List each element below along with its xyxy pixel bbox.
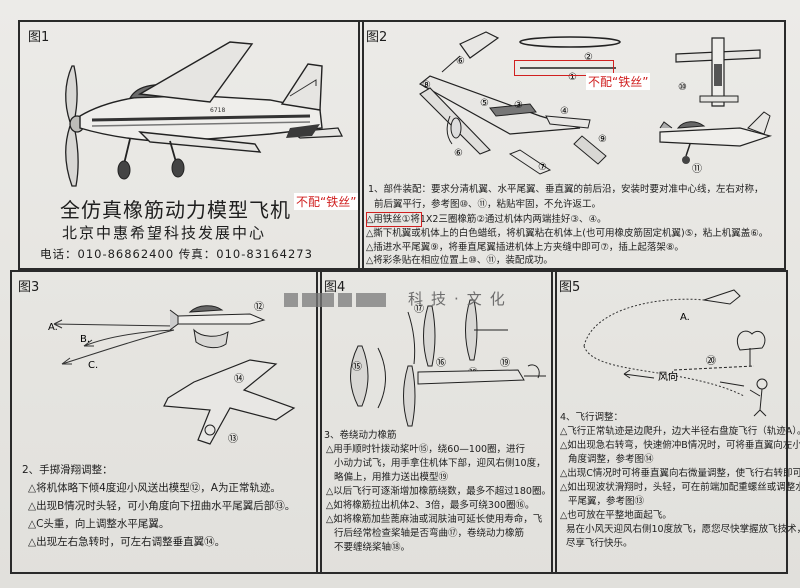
flight-step-title: 4、飞行调整：: [560, 412, 624, 423]
glide-step-3: △C头重，向上调整水平尾翼。: [28, 518, 170, 530]
svg-text:①: ①: [568, 72, 577, 83]
wire-not-included-tag: 不配“铁丝”: [586, 73, 651, 90]
flight-step-2: △如出现急右转弯，快速俯冲B情况时，可将垂直翼向左小: [560, 440, 800, 451]
winding-step-1c: 略偏上，用推力送出模型⑲: [334, 472, 449, 483]
assembly-step-1: 1、部件装配：要求分清机翼、水平尾翼、垂直翼的前后沿，安装时要对准中心线，左右对…: [368, 184, 764, 195]
winding-step-2: △以后飞行可逐渐增加橡筋绕数，最多不超过180圈。: [326, 486, 551, 497]
svg-text:⑨: ⑨: [598, 134, 607, 145]
panel-2-frame: [358, 20, 786, 270]
svg-text:⑥: ⑥: [456, 56, 465, 67]
svg-text:⑲: ⑲: [500, 357, 510, 369]
panel-5-label: 图5: [559, 280, 581, 295]
svg-text:③: ③: [514, 100, 523, 111]
svg-text:⑳: ⑳: [706, 355, 716, 367]
winding-step-4: △如将橡筋加些蓖麻油或润肤油可延长使用寿命，飞: [326, 514, 543, 525]
airplane-drawing-main: 6718: [65, 41, 344, 187]
winding-step-4c: 不要缠绕桨轴⑱。: [334, 542, 411, 553]
svg-text:⑭: ⑭: [234, 373, 244, 385]
svg-text:②: ②: [584, 52, 593, 63]
watermark-text: 科技·文化: [408, 290, 513, 308]
panel-4-frame: [316, 270, 557, 574]
winding-step-4b: 行后经常检查桨轴是否弯曲⑰，卷绕动力橡筋: [334, 528, 525, 539]
panel-4-label: 图4: [324, 280, 346, 295]
svg-text:6718: 6718: [210, 107, 225, 114]
arrow-b-label: B.: [80, 334, 90, 345]
flight-step-4b: 平尾翼，参考图⑬: [568, 496, 645, 507]
kw-logo-watermark: [284, 293, 386, 307]
flight-step-3: △出现C情况时可将垂直翼向右微量调整，使飞行右转即可。: [560, 468, 800, 479]
winding-step-title: 3、卷绕动力橡筋: [324, 430, 397, 441]
svg-text:⑪: ⑪: [692, 163, 702, 175]
panel-2-label: 图2: [366, 30, 388, 45]
contact-info: 电话：010-86862400 传真：010-83164273: [40, 247, 313, 261]
wire-text-highlight-box: [366, 212, 422, 227]
svg-text:⑰: ⑰: [414, 303, 424, 315]
assembly-step-3: △撕下机翼或机体上的白色蜡纸，将机翼粘在机体上(也可用橡皮筋固定机翼)⑤，粘上机…: [366, 228, 769, 239]
svg-text:⑦: ⑦: [538, 162, 547, 173]
flight-step-6b: 尽享飞行快乐。: [566, 538, 633, 549]
panel-5-frame: [551, 270, 788, 574]
flight-step-5: △也可放在平整地面起飞。: [560, 510, 672, 521]
panel-3-label: 图3: [18, 280, 40, 295]
svg-text:⑮: ⑮: [352, 361, 362, 373]
panel-1-label: 图1: [28, 30, 50, 45]
winding-diagram: ⑰ ⑱ ⑮ ⑯ ⑲: [350, 299, 546, 427]
track-a-label: A.: [680, 312, 690, 323]
product-title: 全仿真橡筋动力模型飞机: [60, 198, 291, 222]
panel-3-frame: [10, 270, 322, 574]
wire-not-included-tag-2: 不配“铁丝”: [294, 193, 359, 210]
glide-step-4: △出现左右急转时，可左右调整垂直翼⑭。: [28, 536, 226, 548]
wire-highlight-box: [514, 60, 614, 76]
assembly-step-4: △插进水平尾翼⑨，将垂直尾翼插进机体上方夹缝中即可⑦，插上起落架⑧。: [366, 242, 684, 253]
winding-step-1: △用手顺时针拨动桨叶⑮，绕60—100圈，进行: [326, 444, 526, 455]
winding-step-1b: 小动力试飞，用手拿住机体下部，迎风右侧10度，: [334, 458, 546, 469]
svg-text:⑯: ⑯: [436, 357, 446, 369]
svg-text:⑤: ⑤: [480, 98, 489, 109]
svg-text:⑧: ⑧: [422, 80, 431, 91]
assembly-diagram: ② ① ⑥ ⑧ ⑤ ③ ④ ⑨ ⑥ ⑦ ⑩ ⑪: [418, 31, 773, 175]
svg-text:⑫: ⑫: [254, 301, 264, 313]
flight-step-6: 易在小风天迎风右侧10度放飞，愿您尽快掌握放飞技术，: [566, 524, 800, 535]
flight-step-4: △如出现波状滑翔时，头轻，可在前端加配重螺丝或调整水: [560, 482, 800, 493]
svg-text:⑩: ⑩: [678, 82, 687, 93]
wind-direction-label: 风向: [658, 370, 678, 383]
assembly-step-1b: 前后翼平行，参考图⑩、⑪，粘贴牢固，不允许返工。: [374, 199, 602, 210]
svg-text:④: ④: [560, 106, 569, 117]
glide-diagram: A. B. C. ⑫ ⑭ ⑬: [48, 301, 296, 445]
flight-step-1: △飞行正常轨迹是边爬升，边大半径右盘旋飞行（轨迹A）。: [560, 426, 800, 437]
flight-step-2b: 角度调整，参考图⑭: [568, 454, 654, 465]
svg-text:⑥: ⑥: [454, 148, 463, 159]
glide-step-title: 2、手掷滑翔调整：: [22, 464, 113, 476]
panel-1-frame: [18, 20, 364, 270]
assembly-step-5: △将彩条贴在相应位置上⑩、⑪，装配成功。: [366, 255, 553, 266]
glide-step-2: △出现B情况时头轻，可小角度向下扭曲水平尾翼后部⑬。: [28, 500, 296, 512]
arrow-a-label: A.: [48, 322, 58, 333]
glide-step-1: △将机体略下倾4度迎小风送出模型⑫，A为正常轨迹。: [28, 482, 281, 494]
assembly-step-2: △用铁丝①将1X2三圈橡筋②通过机体内两端挂好③、④。: [366, 214, 607, 225]
arrow-c-label: C.: [88, 360, 98, 371]
winding-step-3: △如将橡筋拉出机体2、3倍，最多可绕300圈⑯。: [326, 500, 535, 511]
company-name: 北京中惠希望科技发展中心: [62, 224, 267, 242]
flight-adjust-diagram: A. ⑳ 风向: [583, 289, 768, 417]
svg-text:⑬: ⑬: [228, 433, 238, 445]
